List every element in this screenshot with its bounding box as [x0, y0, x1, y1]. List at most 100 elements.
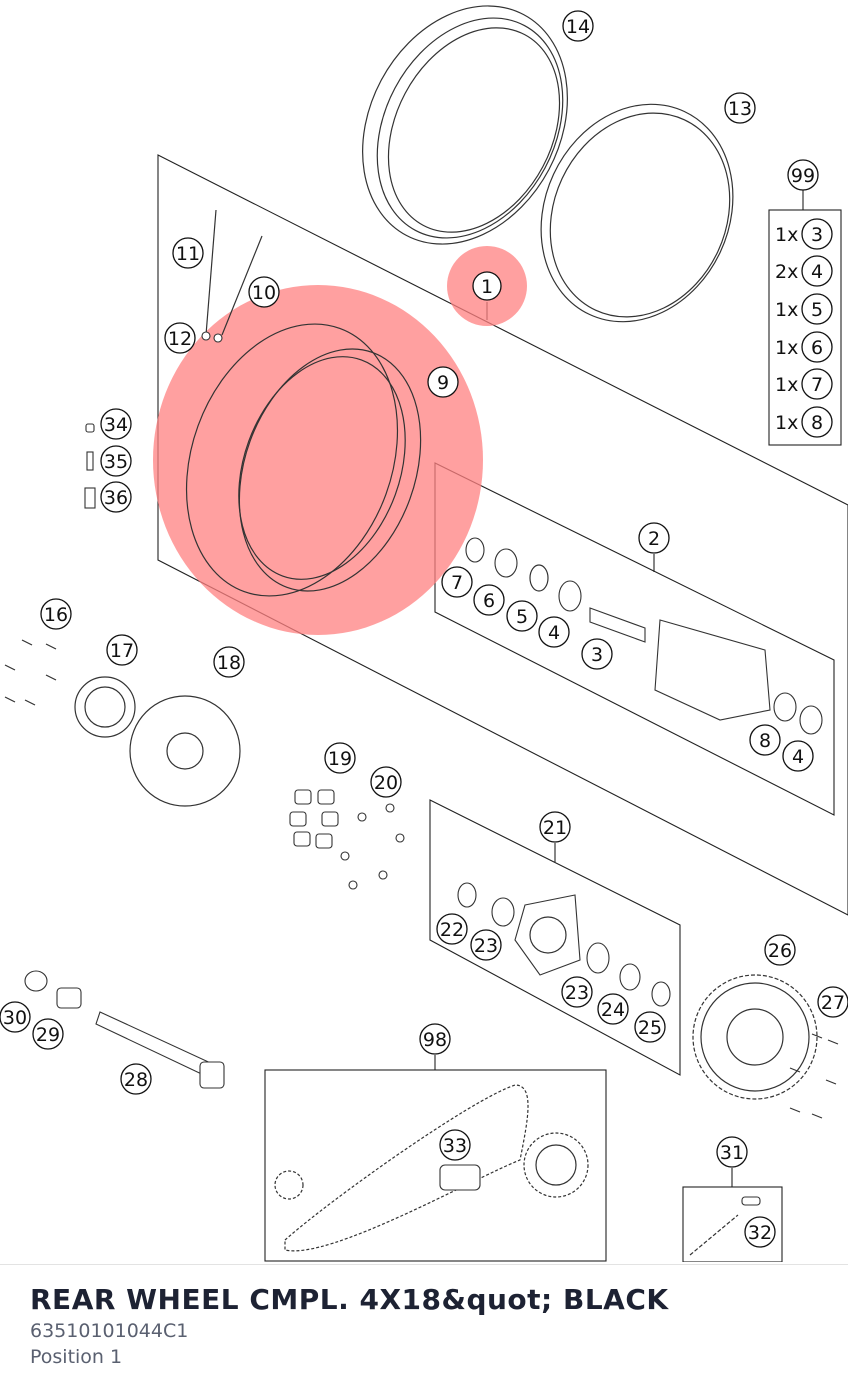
callout-6[interactable]: 6	[473, 584, 505, 616]
callout-98[interactable]: 98	[419, 1023, 451, 1055]
tire-part	[362, 5, 568, 245]
svg-text:1x: 1x	[775, 224, 798, 246]
svg-text:10: 10	[252, 282, 276, 304]
svg-text:98: 98	[423, 1029, 447, 1051]
callout-8[interactable]: 8	[749, 724, 781, 756]
kit-row: 1x 6	[775, 331, 833, 363]
svg-text:4: 4	[811, 261, 823, 283]
svg-text:5: 5	[516, 606, 528, 628]
rear-sprocket-part	[692, 974, 839, 1119]
svg-text:8: 8	[759, 730, 771, 752]
svg-text:14: 14	[566, 16, 590, 38]
svg-text:4: 4	[792, 746, 804, 768]
svg-text:9: 9	[437, 372, 449, 394]
chain-kit-frame	[264, 1069, 607, 1262]
svg-text:13: 13	[728, 98, 752, 120]
kit-row: 1x 5	[775, 293, 833, 325]
callout-29[interactable]: 29	[32, 1018, 64, 1050]
callout-99[interactable]: 99	[787, 159, 819, 191]
svg-text:25: 25	[638, 1017, 662, 1039]
callout-4[interactable]: 4	[538, 616, 570, 648]
svg-text:36: 36	[104, 487, 128, 509]
svg-text:34: 34	[104, 414, 128, 436]
callout-30[interactable]: 30	[0, 1001, 31, 1033]
callout-23[interactable]: 23	[470, 929, 502, 961]
svg-text:19: 19	[328, 748, 352, 770]
part-info-panel: REAR WHEEL CMPL. 4X18&quot; BLACK 635101…	[0, 1264, 848, 1391]
callout-36[interactable]: 36	[100, 481, 132, 513]
svg-text:32: 32	[748, 1222, 772, 1244]
valve-parts	[84, 423, 96, 509]
callout-13[interactable]: 13	[724, 92, 756, 124]
callout-28[interactable]: 28	[120, 1063, 152, 1095]
hub-assembly-frame	[434, 462, 835, 816]
svg-text:29: 29	[36, 1024, 60, 1046]
svg-text:31: 31	[720, 1142, 744, 1164]
callout-27[interactable]: 27	[817, 986, 848, 1018]
svg-text:99: 99	[791, 165, 815, 187]
callout-11[interactable]: 11	[172, 237, 204, 269]
svg-text:30: 30	[3, 1007, 27, 1029]
callout-17[interactable]: 17	[106, 634, 138, 666]
callout-18[interactable]: 18	[213, 646, 245, 678]
kit-row: 2x 4	[775, 255, 833, 287]
callout-2[interactable]: 2	[638, 522, 670, 554]
callout-21[interactable]: 21	[539, 811, 571, 843]
callout-20[interactable]: 20	[370, 766, 402, 798]
svg-text:1x: 1x	[775, 374, 798, 396]
svg-text:23: 23	[565, 982, 589, 1004]
svg-text:1x: 1x	[775, 412, 798, 434]
svg-text:23: 23	[474, 935, 498, 957]
svg-text:1x: 1x	[775, 299, 798, 321]
rim-part	[185, 323, 422, 597]
kit-row: 1x 8	[775, 406, 833, 438]
callout-31[interactable]: 31	[716, 1136, 748, 1168]
callout-7[interactable]: 7	[441, 566, 473, 598]
svg-text:4: 4	[548, 622, 560, 644]
rim-tape-part	[540, 103, 734, 323]
svg-text:16: 16	[44, 604, 68, 626]
callout-19[interactable]: 19	[324, 742, 356, 774]
sprocket-carrier-frame	[429, 799, 681, 1076]
sprocket-carrier-parts	[457, 882, 671, 1007]
svg-text:20: 20	[374, 772, 398, 794]
callout-12[interactable]: 12	[164, 322, 196, 354]
callout-25[interactable]: 25	[634, 1011, 666, 1043]
svg-text:35: 35	[104, 451, 128, 473]
callout-3[interactable]: 3	[581, 638, 613, 670]
svg-text:18: 18	[217, 652, 241, 674]
part-number: 63510101044C1	[30, 1320, 189, 1342]
callout-labels: 1 2 3 4 4 5 6 7 8 9 10 11 12 13 14 16 17…	[0, 10, 848, 1248]
svg-text:2x: 2x	[775, 261, 798, 283]
svg-text:28: 28	[124, 1069, 148, 1091]
svg-text:21: 21	[543, 817, 567, 839]
callout-5[interactable]: 5	[506, 600, 538, 632]
callout-16[interactable]: 16	[40, 598, 72, 630]
svg-text:26: 26	[768, 940, 792, 962]
svg-text:11: 11	[176, 243, 200, 265]
spokes-part	[201, 209, 263, 343]
callout-24[interactable]: 24	[597, 993, 629, 1025]
callout-23b[interactable]: 23	[561, 976, 593, 1008]
part-position: Position 1	[30, 1346, 123, 1368]
callout-22[interactable]: 22	[436, 913, 468, 945]
chain-kit-parts	[274, 1084, 589, 1252]
callout-33[interactable]: 33	[439, 1129, 471, 1161]
kit-table: 1x 3 2x 4 1x 5 1x 6 1x 7 1x 8	[775, 218, 833, 438]
svg-text:8: 8	[811, 412, 823, 434]
svg-text:12: 12	[168, 328, 192, 350]
callout-26[interactable]: 26	[764, 934, 796, 966]
part-title: REAR WHEEL CMPL. 4X18&quot; BLACK	[30, 1283, 669, 1316]
callout-32[interactable]: 32	[744, 1216, 776, 1248]
callout-34[interactable]: 34	[100, 408, 132, 440]
callout-14[interactable]: 14	[562, 10, 594, 42]
callout-9[interactable]: 9	[427, 366, 459, 398]
axle-parts	[24, 970, 225, 1089]
callout-1[interactable]: 1	[472, 271, 502, 301]
svg-text:3: 3	[811, 224, 823, 246]
callout-10[interactable]: 10	[248, 276, 280, 308]
callout-35[interactable]: 35	[100, 445, 132, 477]
callout-4b[interactable]: 4	[782, 740, 814, 772]
svg-text:27: 27	[821, 992, 845, 1014]
svg-text:2: 2	[648, 528, 660, 550]
